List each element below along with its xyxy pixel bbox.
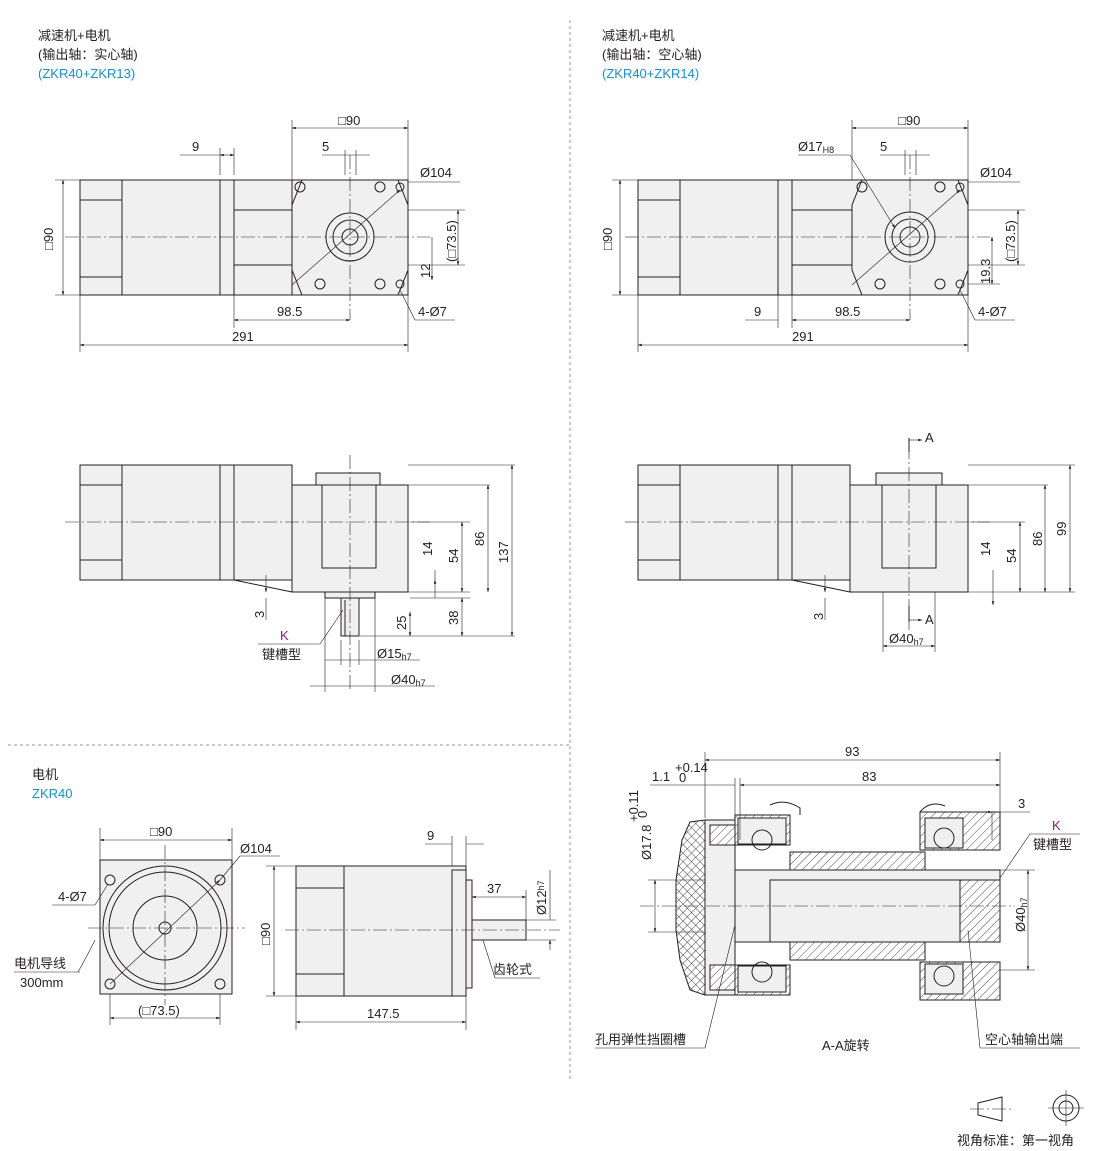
frustum-icon xyxy=(970,1096,1012,1122)
hollow-end-label: 空心轴输出端 xyxy=(985,1032,1063,1047)
section-dim-83: 83 xyxy=(862,769,876,784)
motor-dim-phi104: Ø104 xyxy=(240,841,272,856)
section-dim-3: 3 xyxy=(1018,796,1025,811)
top-right-side-view: A A 14 54 86 99 3 Ø40h7 xyxy=(625,430,1075,652)
tr-dim-5: 5 xyxy=(880,139,887,154)
tr-dim-19-3: 19.3 xyxy=(978,259,993,284)
section-dim-93: 93 xyxy=(845,744,859,759)
tr-dim-9: 9 xyxy=(754,304,761,319)
view-standard-label: 视角标准：第一视角 xyxy=(957,1133,1074,1148)
section-dim-phi17-8: Ø17.8 xyxy=(639,825,654,860)
dim-9: 9 xyxy=(192,139,199,154)
motor-model: ZKR40 xyxy=(32,786,72,801)
section-dim-phi40: Ø40h7 xyxy=(1013,897,1029,932)
section-title: A-A旋转 xyxy=(822,1038,870,1053)
dim-sq90-side: □90 xyxy=(41,228,56,250)
top-right-model: (ZKR40+ZKR14) xyxy=(602,66,699,81)
side-dim-14: 14 xyxy=(420,542,435,556)
motor-front-view: □90 Ø104 4-Ø7 电机导线 300mm (□73.5) xyxy=(14,824,280,1025)
side-dim-25: 25 xyxy=(394,616,409,630)
tr-dim-phi17: Ø17H8 xyxy=(798,139,834,155)
motor-side-dim-37: 37 xyxy=(487,881,501,896)
top-left-subtitle: (输出轴：实心轴) xyxy=(38,47,138,62)
motor-side-dim-phi12: Ø12h7 xyxy=(534,880,549,915)
top-right-subtitle: (输出轴：空心轴) xyxy=(602,47,702,62)
tr-dim-98-5: 98.5 xyxy=(835,304,860,319)
dim-phi104: Ø104 xyxy=(420,165,452,180)
dim-sq90-top: □90 xyxy=(338,113,360,128)
tr-side-dim-86: 86 xyxy=(1030,532,1045,546)
top-left-model: (ZKR40+ZKR13) xyxy=(38,66,135,81)
tr-dim-sq73-5: (□73.5) xyxy=(1003,220,1018,262)
tr-side-dim-54: 54 xyxy=(1004,549,1019,563)
motor-dim-sq73-5: (□73.5) xyxy=(138,1003,180,1018)
view-standard: 视角标准：第一视角 xyxy=(957,1090,1084,1148)
motor-dim-sq90: □90 xyxy=(150,824,172,839)
side-dim-3: 3 xyxy=(252,611,267,618)
gearmotor-body xyxy=(79,179,409,296)
dim-291: 291 xyxy=(232,329,254,344)
top-left-header: 减速机+电机 (输出轴：实心轴) (ZKR40+ZKR13) xyxy=(38,28,138,81)
section-dim-phi17-8-tol-upper: +0.11 xyxy=(626,790,641,822)
top-left-side-view: 14 54 86 137 25 38 3 K 键槽型 Ø15h7 Ø40h7 xyxy=(65,455,515,692)
section-dim-1-1-tol-lower: 0 xyxy=(679,770,686,785)
motor-lead-length: 300mm xyxy=(20,975,63,990)
top-right-top-view: □90 Ø17H8 5 Ø104 □90 (□73.5) 19.3 9 98.5… xyxy=(600,113,1025,352)
dim-phi40: Ø40h7 xyxy=(391,672,426,688)
keyway-label: 键槽型 xyxy=(262,647,301,662)
retaining-groove-label: 孔用弹性挡圈槽 xyxy=(595,1032,686,1047)
keyway-k-mark: K xyxy=(280,628,289,643)
side-dim-137: 137 xyxy=(496,541,511,563)
tr-dim-291: 291 xyxy=(792,329,814,344)
tr-side-dim-99: 99 xyxy=(1054,522,1069,536)
dim-12: 12 xyxy=(418,264,433,278)
tr-dim-phi104: Ø104 xyxy=(980,165,1012,180)
section-dim-phi17-8-tol-lower: 0 xyxy=(635,811,650,818)
dim-98-5: 98.5 xyxy=(277,304,302,319)
side-dim-38: 38 xyxy=(446,611,461,625)
dim-sq73-5: (□73.5) xyxy=(444,220,459,262)
section-dim-1-1-tol-upper: +0.14 xyxy=(675,760,708,775)
section-dim-1-1: 1.1 xyxy=(652,769,670,784)
top-left-title: 减速机+电机 xyxy=(38,28,111,43)
section-a-bottom: A xyxy=(925,612,934,627)
tr-side-dim-3: 3 xyxy=(811,613,826,620)
mount-hole-icons xyxy=(294,181,405,290)
bottom-left-header: 电机 ZKR40 xyxy=(32,767,72,801)
side-dim-86: 86 xyxy=(472,532,487,546)
dim-phi15: Ø15h7 xyxy=(377,646,412,662)
section-keyway-label: 键槽型 xyxy=(1033,837,1072,852)
section-a-top: A xyxy=(925,430,934,445)
top-right-title: 减速机+电机 xyxy=(602,28,675,43)
motor-title: 电机 xyxy=(32,767,58,782)
tr-dim-sq90-side: □90 xyxy=(600,228,615,250)
section-k-mark: K xyxy=(1052,818,1061,833)
motor-side-dim-147-5: 147.5 xyxy=(367,1006,400,1021)
motor-side-dim-sq90: □90 xyxy=(258,923,273,945)
motor-side-dim-9: 9 xyxy=(427,828,434,843)
dim-5: 5 xyxy=(322,139,329,154)
dim-holes: 4-Ø7 xyxy=(418,304,447,319)
motor-gear-label: 齿轮式 xyxy=(493,962,532,977)
tr-dim-sq90-top: □90 xyxy=(898,113,920,128)
tr-dim-phi40: Ø40h7 xyxy=(889,631,924,647)
tr-dim-holes: 4-Ø7 xyxy=(978,304,1007,319)
motor-lead-label: 电机导线 xyxy=(14,956,66,971)
top-left-top-view: □90 9 5 Ø104 □90 (□73.5) 12 98.5 4-Ø7 29… xyxy=(41,113,465,352)
tr-side-dim-14: 14 xyxy=(978,542,993,556)
side-dim-54: 54 xyxy=(446,549,461,563)
motor-dim-holes: 4-Ø7 xyxy=(58,889,87,904)
projection-circles-icon xyxy=(1048,1090,1084,1126)
top-right-header: 减速机+电机 (输出轴：空心轴) (ZKR40+ZKR14) xyxy=(602,28,702,81)
motor-side-view: 9 37 Ø12h7 □90 齿轮式 147.5 xyxy=(258,828,560,1030)
section-view: 93 83 1.1 +0.14 0 3 K 键槽型 Ø17.8 +0.11 0 … xyxy=(595,744,1080,1053)
